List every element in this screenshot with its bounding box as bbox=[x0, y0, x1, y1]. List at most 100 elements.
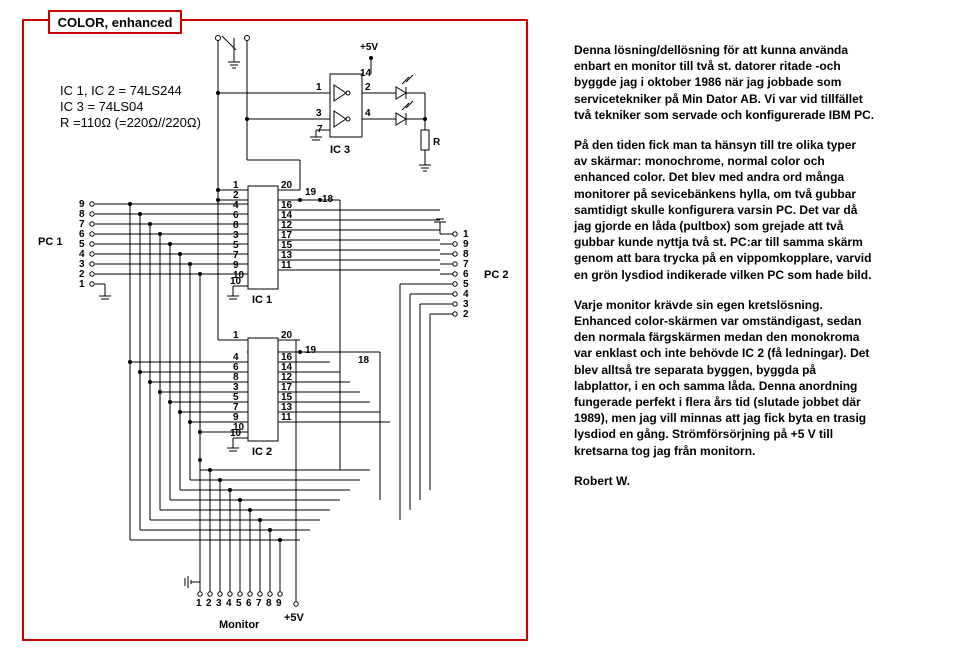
legend-ic3: IC 3 = 74LS04 bbox=[60, 99, 143, 114]
svg-text:15: 15 bbox=[281, 392, 293, 403]
svg-text:20: 20 bbox=[281, 180, 293, 191]
svg-text:3: 3 bbox=[316, 108, 322, 119]
svg-text:5: 5 bbox=[233, 240, 239, 251]
svg-text:1: 1 bbox=[233, 180, 239, 191]
svg-text:14: 14 bbox=[281, 362, 293, 373]
svg-text:9: 9 bbox=[463, 239, 469, 250]
text-line: genom att bara trycka på en vippomkoppla… bbox=[574, 251, 872, 266]
svg-text:11: 11 bbox=[281, 260, 292, 271]
svg-text:7: 7 bbox=[79, 219, 85, 230]
svg-text:14: 14 bbox=[360, 68, 372, 79]
svg-text:5: 5 bbox=[463, 279, 469, 290]
svg-text:7: 7 bbox=[233, 402, 239, 413]
text-line: jag gjorde en låda (pultbox) som grejade… bbox=[574, 219, 844, 234]
text-line: en grön lysdiod indikerade vilken PC som… bbox=[574, 267, 872, 282]
svg-text:14: 14 bbox=[281, 210, 293, 221]
wiring: 4683579101046835791010161412171513111614… bbox=[89, 199, 458, 607]
text-line: samtidigt skulle konfigurera varsin PC. … bbox=[574, 202, 858, 217]
monitor-label: Monitor bbox=[219, 619, 260, 631]
legend-ic12: IC 1, IC 2 = 74LS244 bbox=[60, 83, 182, 98]
text-line: monitorer på sevicebänkens hylla, om två… bbox=[574, 186, 857, 201]
svg-text:7: 7 bbox=[463, 259, 469, 270]
ic3-label: IC 3 bbox=[330, 144, 350, 156]
text-line: enhanced color. Det blev med andra ord m… bbox=[574, 170, 845, 185]
svg-text:6: 6 bbox=[233, 362, 239, 373]
signature: Robert W. bbox=[574, 473, 630, 488]
svg-text:20: 20 bbox=[281, 330, 293, 341]
text-line: labplattor, i en och samma låda. Denna a… bbox=[574, 378, 858, 393]
legend-resistor: R =110Ω (=220Ω//220Ω) bbox=[60, 115, 201, 130]
svg-text:16: 16 bbox=[281, 200, 293, 211]
svg-text:6: 6 bbox=[233, 210, 239, 221]
text-line: blev alltså tre separata byggen, byggda … bbox=[574, 362, 817, 377]
svg-text:1: 1 bbox=[79, 279, 85, 290]
ic2-label: IC 2 bbox=[252, 446, 272, 458]
svg-text:9: 9 bbox=[233, 412, 239, 423]
monitor-connector: 1 2 3 4 5 6 7 8 9 bbox=[184, 576, 282, 609]
svg-text:R: R bbox=[433, 137, 441, 148]
svg-text:6: 6 bbox=[463, 269, 469, 280]
svg-text:6: 6 bbox=[246, 598, 252, 609]
monitor-vcc-label: +5V bbox=[284, 612, 305, 624]
svg-text:18: 18 bbox=[358, 355, 370, 366]
text-line: kretsarna tog jag från monitorn. bbox=[574, 443, 756, 458]
svg-text:3: 3 bbox=[216, 598, 222, 609]
text-line: fungerade perfekt i flera års tid (sluta… bbox=[574, 395, 861, 410]
svg-text:5: 5 bbox=[233, 392, 239, 403]
svg-text:15: 15 bbox=[281, 240, 293, 251]
text-line: servicetekniker på Min Dator AB. Vi var … bbox=[574, 91, 863, 106]
svg-text:3: 3 bbox=[233, 382, 239, 393]
pc1-connector: 9 8 7 6 5 4 3 2 1 bbox=[79, 199, 85, 290]
svg-text:4: 4 bbox=[233, 352, 239, 363]
svg-text:17: 17 bbox=[281, 230, 293, 241]
svg-text:11: 11 bbox=[281, 412, 292, 423]
svg-text:12: 12 bbox=[281, 372, 293, 383]
svg-text:1: 1 bbox=[316, 82, 322, 93]
svg-text:10: 10 bbox=[233, 422, 245, 433]
svg-text:13: 13 bbox=[281, 402, 293, 413]
svg-text:19: 19 bbox=[305, 187, 317, 198]
text-line: På den tiden fick man ta hänsyn till tre… bbox=[574, 138, 857, 153]
svg-text:13: 13 bbox=[281, 250, 293, 261]
led-2-icon bbox=[395, 112, 407, 126]
diagram-frame bbox=[22, 19, 528, 641]
svg-text:10: 10 bbox=[233, 270, 245, 281]
vcc-label: +5V bbox=[360, 42, 378, 53]
svg-text:17: 17 bbox=[281, 382, 293, 393]
svg-text:9: 9 bbox=[79, 199, 85, 210]
svg-text:3: 3 bbox=[233, 230, 239, 241]
svg-text:8: 8 bbox=[266, 598, 272, 609]
diagram-title: COLOR, enhanced bbox=[48, 10, 182, 34]
svg-text:2: 2 bbox=[463, 309, 469, 320]
svg-text:9: 9 bbox=[233, 260, 239, 271]
svg-text:4: 4 bbox=[463, 289, 469, 300]
description-paragraph-1: Denna lösning/dellösning för att kunna a… bbox=[574, 42, 919, 123]
svg-text:3: 3 bbox=[463, 299, 469, 310]
svg-text:6: 6 bbox=[79, 229, 85, 240]
svg-text:2: 2 bbox=[79, 269, 85, 280]
ic3-inverter: +5V 14 1 2 3 4 R 7 bbox=[216, 42, 441, 190]
description-paragraph-3: Varje monitor krävde sin egen kretslösni… bbox=[574, 297, 919, 459]
svg-text:4: 4 bbox=[79, 249, 85, 260]
led-1-icon bbox=[395, 86, 407, 100]
svg-text:7: 7 bbox=[256, 598, 262, 609]
svg-text:19: 19 bbox=[305, 345, 317, 356]
text-line: Varje monitor krävde sin egen kretslösni… bbox=[574, 297, 823, 312]
text-line: byggde jag i oktober 1986 när jag jobbad… bbox=[574, 75, 842, 90]
svg-text:4: 4 bbox=[226, 598, 232, 609]
text-line: den normala färgskärmen medan den monokr… bbox=[574, 330, 860, 345]
svg-text:8: 8 bbox=[233, 220, 239, 231]
svg-text:10: 10 bbox=[230, 428, 242, 439]
svg-text:8: 8 bbox=[79, 209, 85, 220]
pc2-label: PC 2 bbox=[484, 269, 508, 281]
text-line: av skärmar: monochrome, normal color och bbox=[574, 154, 825, 169]
text-line: 1989), men jag vill minnas att jag fick … bbox=[574, 411, 867, 426]
description-paragraph-2: På den tiden fick man ta hänsyn till tre… bbox=[574, 137, 919, 283]
text-line: gubbar kunde nyttja två st. PC:ar till s… bbox=[574, 235, 863, 250]
description-text: Denna lösning/dellösning för att kunna a… bbox=[574, 42, 919, 489]
svg-text:4: 4 bbox=[233, 200, 239, 211]
svg-text:10: 10 bbox=[230, 276, 242, 287]
svg-text:9: 9 bbox=[276, 598, 282, 609]
svg-text:2: 2 bbox=[365, 82, 371, 93]
svg-text:2: 2 bbox=[206, 598, 212, 609]
